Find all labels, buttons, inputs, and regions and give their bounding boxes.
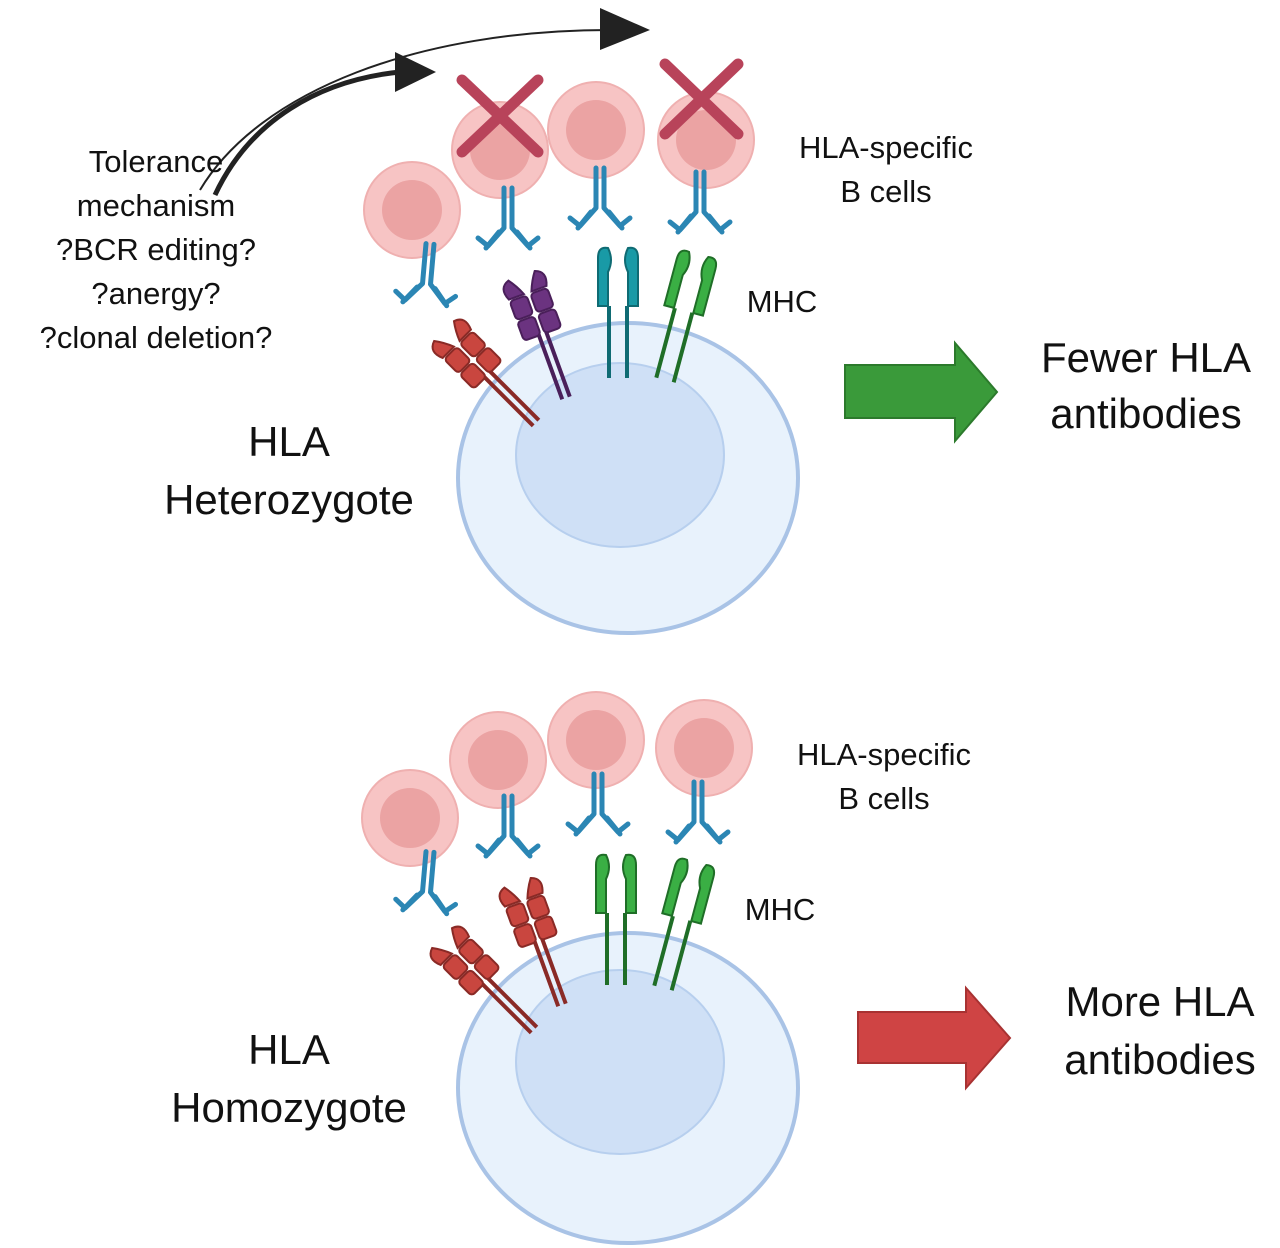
b-cell-2 [449, 711, 547, 856]
b-cell-1 [363, 161, 460, 306]
b-cell-1 [361, 769, 460, 914]
tolerance-line-1: Tolerance [89, 144, 223, 179]
mhc-label: MHC [745, 892, 816, 927]
b-cell-4 [655, 699, 753, 842]
bottom-panel: HLA-specific B cells MHC HLA Homozygote … [171, 691, 1256, 1245]
b-cell-2-deleted [451, 74, 549, 248]
bcell-label-line-2: B cells [840, 174, 931, 209]
cell-type-label-line-1: HLA [248, 1026, 330, 1073]
outcome-label-line-1: Fewer HLA [1041, 334, 1251, 381]
tolerance-arrowhead-long [600, 8, 650, 50]
host-cell-heterozygote [456, 321, 800, 635]
bcell-label-line-2: B cells [838, 781, 929, 816]
tolerance-arrow-short [212, 69, 401, 197]
cell-type-label-line-2: Heterozygote [164, 476, 414, 523]
outcome-arrow-red [857, 985, 1012, 1091]
b-cell-3 [547, 81, 645, 228]
tolerance-arrow-long [199, 29, 611, 191]
deletion-cross-icon [659, 58, 744, 140]
outcome-label-line-1: More HLA [1065, 978, 1254, 1025]
tolerance-line-3: ?BCR editing? [56, 232, 256, 267]
deletion-cross-icon [456, 74, 544, 158]
cell-type-label-line-2: Homozygote [171, 1084, 407, 1131]
bcell-label-line-1: HLA-specific [799, 130, 973, 165]
top-panel: Tolerance mechanism ?BCR editing? ?anerg… [40, 8, 1251, 635]
tolerance-line-4: ?anergy? [91, 276, 220, 311]
outcome-label-line-2: antibodies [1050, 390, 1241, 437]
b-cell-4-deleted [657, 58, 755, 232]
tolerance-line-2: mechanism [77, 188, 236, 223]
outcome-arrow-green [844, 340, 999, 444]
tolerance-arrowhead-short [395, 52, 436, 92]
bcell-label-line-1: HLA-specific [797, 737, 971, 772]
tolerance-line-5: ?clonal deletion? [40, 320, 273, 355]
cell-type-label-line-1: HLA [248, 418, 330, 465]
host-cell-homozygote [456, 931, 800, 1245]
outcome-label-line-2: antibodies [1064, 1036, 1255, 1083]
mhc-label: MHC [747, 284, 818, 319]
b-cell-3 [547, 691, 645, 834]
